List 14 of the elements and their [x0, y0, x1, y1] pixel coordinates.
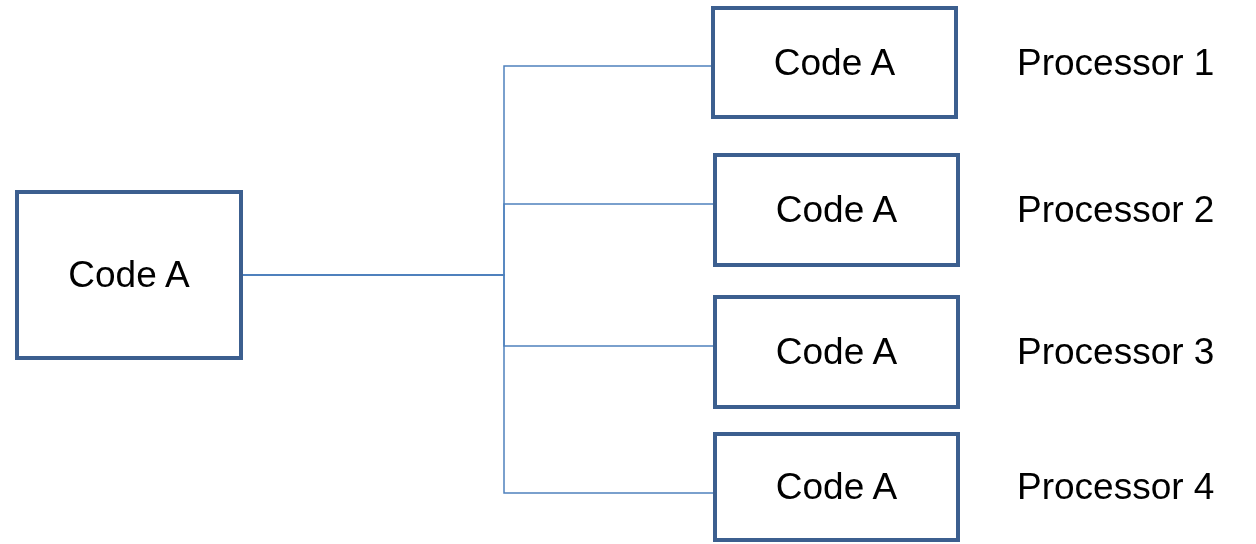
code-label: Code A [775, 466, 898, 508]
code-box [711, 6, 958, 119]
processor-label: Processor 4 [1017, 466, 1215, 508]
code-box [713, 295, 960, 409]
code-label: Code A [68, 254, 190, 296]
code-label: Code A [773, 41, 896, 84]
processor-label: Processor 2 [1017, 189, 1215, 231]
code-label: Code A [775, 331, 898, 373]
processor-label: Processor 3 [1017, 331, 1215, 373]
code-box [713, 153, 960, 267]
processor-label: Processor 1 [1017, 41, 1215, 84]
code-box [713, 432, 960, 542]
code-label: Code A [775, 189, 898, 231]
code-box [15, 190, 243, 360]
